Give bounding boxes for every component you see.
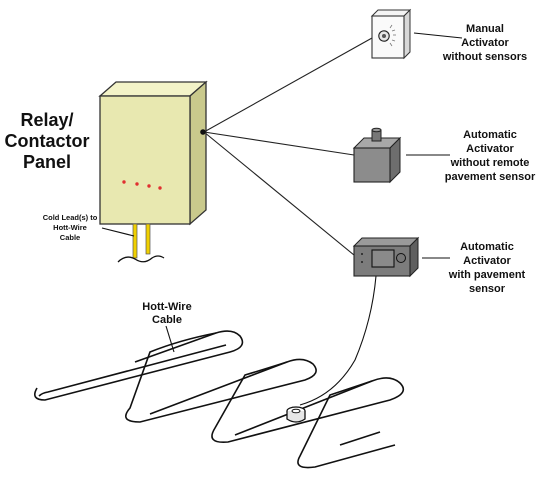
leader-manual xyxy=(413,32,463,39)
sensor-activator-line-1: Automatic xyxy=(460,241,514,253)
sensor-activator-device xyxy=(352,236,420,278)
manual-activator-label: Manual Activator without sensors xyxy=(442,23,527,63)
relay-panel-box xyxy=(98,80,208,226)
sensor-cable xyxy=(299,275,377,406)
manual-activator-line-2: Activator xyxy=(461,37,509,49)
panel-leds xyxy=(122,180,162,190)
panel-title-line-3: Panel xyxy=(23,152,71,172)
leader-cold-lead xyxy=(101,227,135,237)
auto-activator-line-1: Automatic xyxy=(463,129,517,141)
cable-label: Hott-Wire Cable xyxy=(142,301,191,326)
cable-loop-4 xyxy=(297,380,396,469)
panel-title-line-1: Relay/ xyxy=(20,110,73,130)
panel-front xyxy=(99,95,191,225)
auto-activator-line-3: without remote xyxy=(450,157,530,169)
cold-lead-wire-2 xyxy=(145,223,151,255)
sensor-activator-line-4: sensor xyxy=(469,283,506,295)
panel-port xyxy=(200,129,206,135)
manual-activator-line-3: without sensors xyxy=(442,51,527,63)
control-knob-icon xyxy=(396,253,406,263)
panel-title-line-2: Contactor xyxy=(5,131,90,151)
cable-loop-2 xyxy=(124,332,317,423)
panel-side xyxy=(189,80,207,226)
cable-loop-3 xyxy=(211,361,405,444)
cable-inner-1 xyxy=(38,344,227,397)
line-to-sensor-activator xyxy=(203,131,355,256)
lcd-display xyxy=(371,249,395,268)
connector-lines xyxy=(203,37,373,256)
sensor-activator-label: Automatic Activator with pavement sensor xyxy=(448,241,526,295)
panel-top xyxy=(98,81,208,97)
sensor-activator-line-3: with pavement xyxy=(448,269,526,281)
manual-activator-device xyxy=(370,8,412,60)
leader-cable xyxy=(165,325,175,353)
cable-label-line-1: Hott-Wire xyxy=(142,301,191,313)
hott-wire-cable xyxy=(34,330,405,469)
line-to-manual-activator xyxy=(203,37,373,133)
led-4 xyxy=(158,186,162,190)
cold-lead-line-3: Cable xyxy=(60,233,80,242)
cable-end xyxy=(339,431,381,446)
auto-activator-device xyxy=(352,127,402,184)
cold-lead-line-2: Hott-Wire xyxy=(53,223,87,232)
dial-ticks xyxy=(389,24,396,47)
pavement-sensor xyxy=(286,406,306,423)
led-1 xyxy=(122,180,126,184)
sensor-activator-line-2: Activator xyxy=(463,255,511,267)
cold-lead-label: Cold Lead(s) to Hott-Wire Cable xyxy=(43,213,98,242)
cable-loop-1 xyxy=(34,330,244,401)
auto-activator-label: Automatic Activator without remote pavem… xyxy=(445,129,536,183)
manual-activator-line-1: Manual xyxy=(466,23,504,35)
cold-lead-wires xyxy=(117,223,165,263)
led-3 xyxy=(147,184,151,188)
cold-lead-line-1: Cold Lead(s) to xyxy=(43,213,98,222)
panel-label: Relay/ Contactor Panel xyxy=(5,110,90,172)
auto-activator-line-4: pavement sensor xyxy=(445,171,536,183)
cold-lead-squiggle xyxy=(117,255,165,263)
line-to-auto-activator xyxy=(203,131,355,156)
leader-lines xyxy=(101,32,463,353)
cold-lead-wire-1 xyxy=(132,223,138,259)
led-2 xyxy=(135,182,139,186)
auto-activator-line-2: Activator xyxy=(466,143,514,155)
cable-label-line-2: Cable xyxy=(152,314,182,326)
